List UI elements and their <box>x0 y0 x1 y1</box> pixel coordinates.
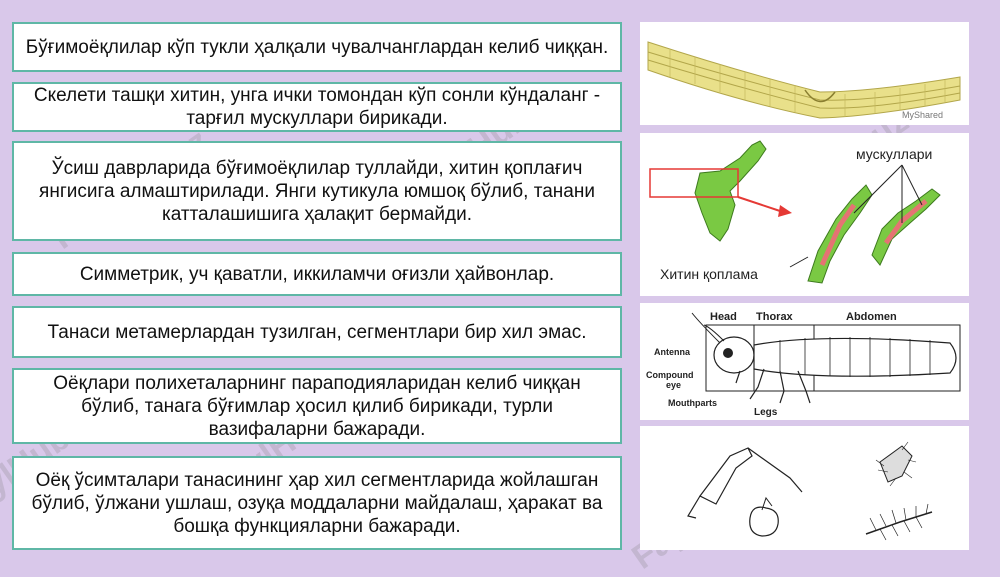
text-metamers: Танаси метамерлардан тузилган, сегментла… <box>47 321 587 343</box>
text-legs-origin: Оёқлари полихеталарнинг параподияларидан… <box>53 372 581 440</box>
legs-label: Legs <box>754 407 778 418</box>
chitin-label: Хитин қоплама <box>660 266 758 282</box>
text-molting: Ўсиш даврларида бўғимоёқлилар туллайди, … <box>39 157 595 225</box>
muscle-illustration: мускуллари Хитин қоплама <box>649 140 941 284</box>
image-cuticle-section: MyShared <box>640 22 969 125</box>
head-label: Head <box>710 311 737 323</box>
text-box-molting: Ўсиш даврларида бўғимоёқлилар туллайди, … <box>12 141 622 241</box>
image-insect-anatomy: Head Thorax Abdomen Antenna Compound <box>640 303 969 420</box>
text-box-appendages: Оёқ ўсимталари танасининг ҳар хил сегмен… <box>12 456 622 550</box>
image-muscles: мускуллари Хитин қоплама <box>640 133 969 296</box>
image-appendages <box>640 426 969 550</box>
text-box-metamers: Танаси метамерлардан тузилган, сегментла… <box>12 306 622 358</box>
muscles-label: мускуллари <box>856 146 932 162</box>
compound-eye-label: Compound <box>646 370 694 380</box>
insect-anatomy-diagram: Head Thorax Abdomen Antenna Compound <box>646 311 961 418</box>
mouthparts-label: Mouthparts <box>668 398 717 408</box>
text-appendages: Оёқ ўсимталари танасининг ҳар хил сегмен… <box>31 469 603 537</box>
text-box-legs-origin: Оёқлари полихеталарнинг параподияларидан… <box>12 368 622 444</box>
text-box-symmetry: Симметрик, уч қаватли, иккиламчи оғизли … <box>12 252 622 296</box>
text-origin: Бўғимоёқлилар кўп тукли ҳалқали чувалчан… <box>25 36 609 58</box>
cuticle-section-illustration: MyShared <box>647 41 961 120</box>
text-skeleton: Скелети ташқи хитин, унга ички томондан … <box>33 85 601 129</box>
antenna-label: Antenna <box>654 347 691 357</box>
thorax-label: Thorax <box>756 311 794 323</box>
text-symmetry: Симметрик, уч қаватли, иккиламчи оғизли … <box>79 263 555 285</box>
text-box-origin: Бўғимоёқлилар кўп тукли ҳалқали чувалчан… <box>12 22 622 72</box>
text-box-skeleton: Скелети ташқи хитин, унга ички томондан … <box>12 82 622 132</box>
slide: FaylHub.uz FaylHub.uz FaylHub.uz FaylHub… <box>0 22 969 577</box>
compound-eye-label-2: eye <box>666 380 681 390</box>
appendages-illustration <box>687 441 933 541</box>
abdomen-label: Abdomen <box>846 311 897 323</box>
myshared-watermark: MyShared <box>902 110 943 120</box>
